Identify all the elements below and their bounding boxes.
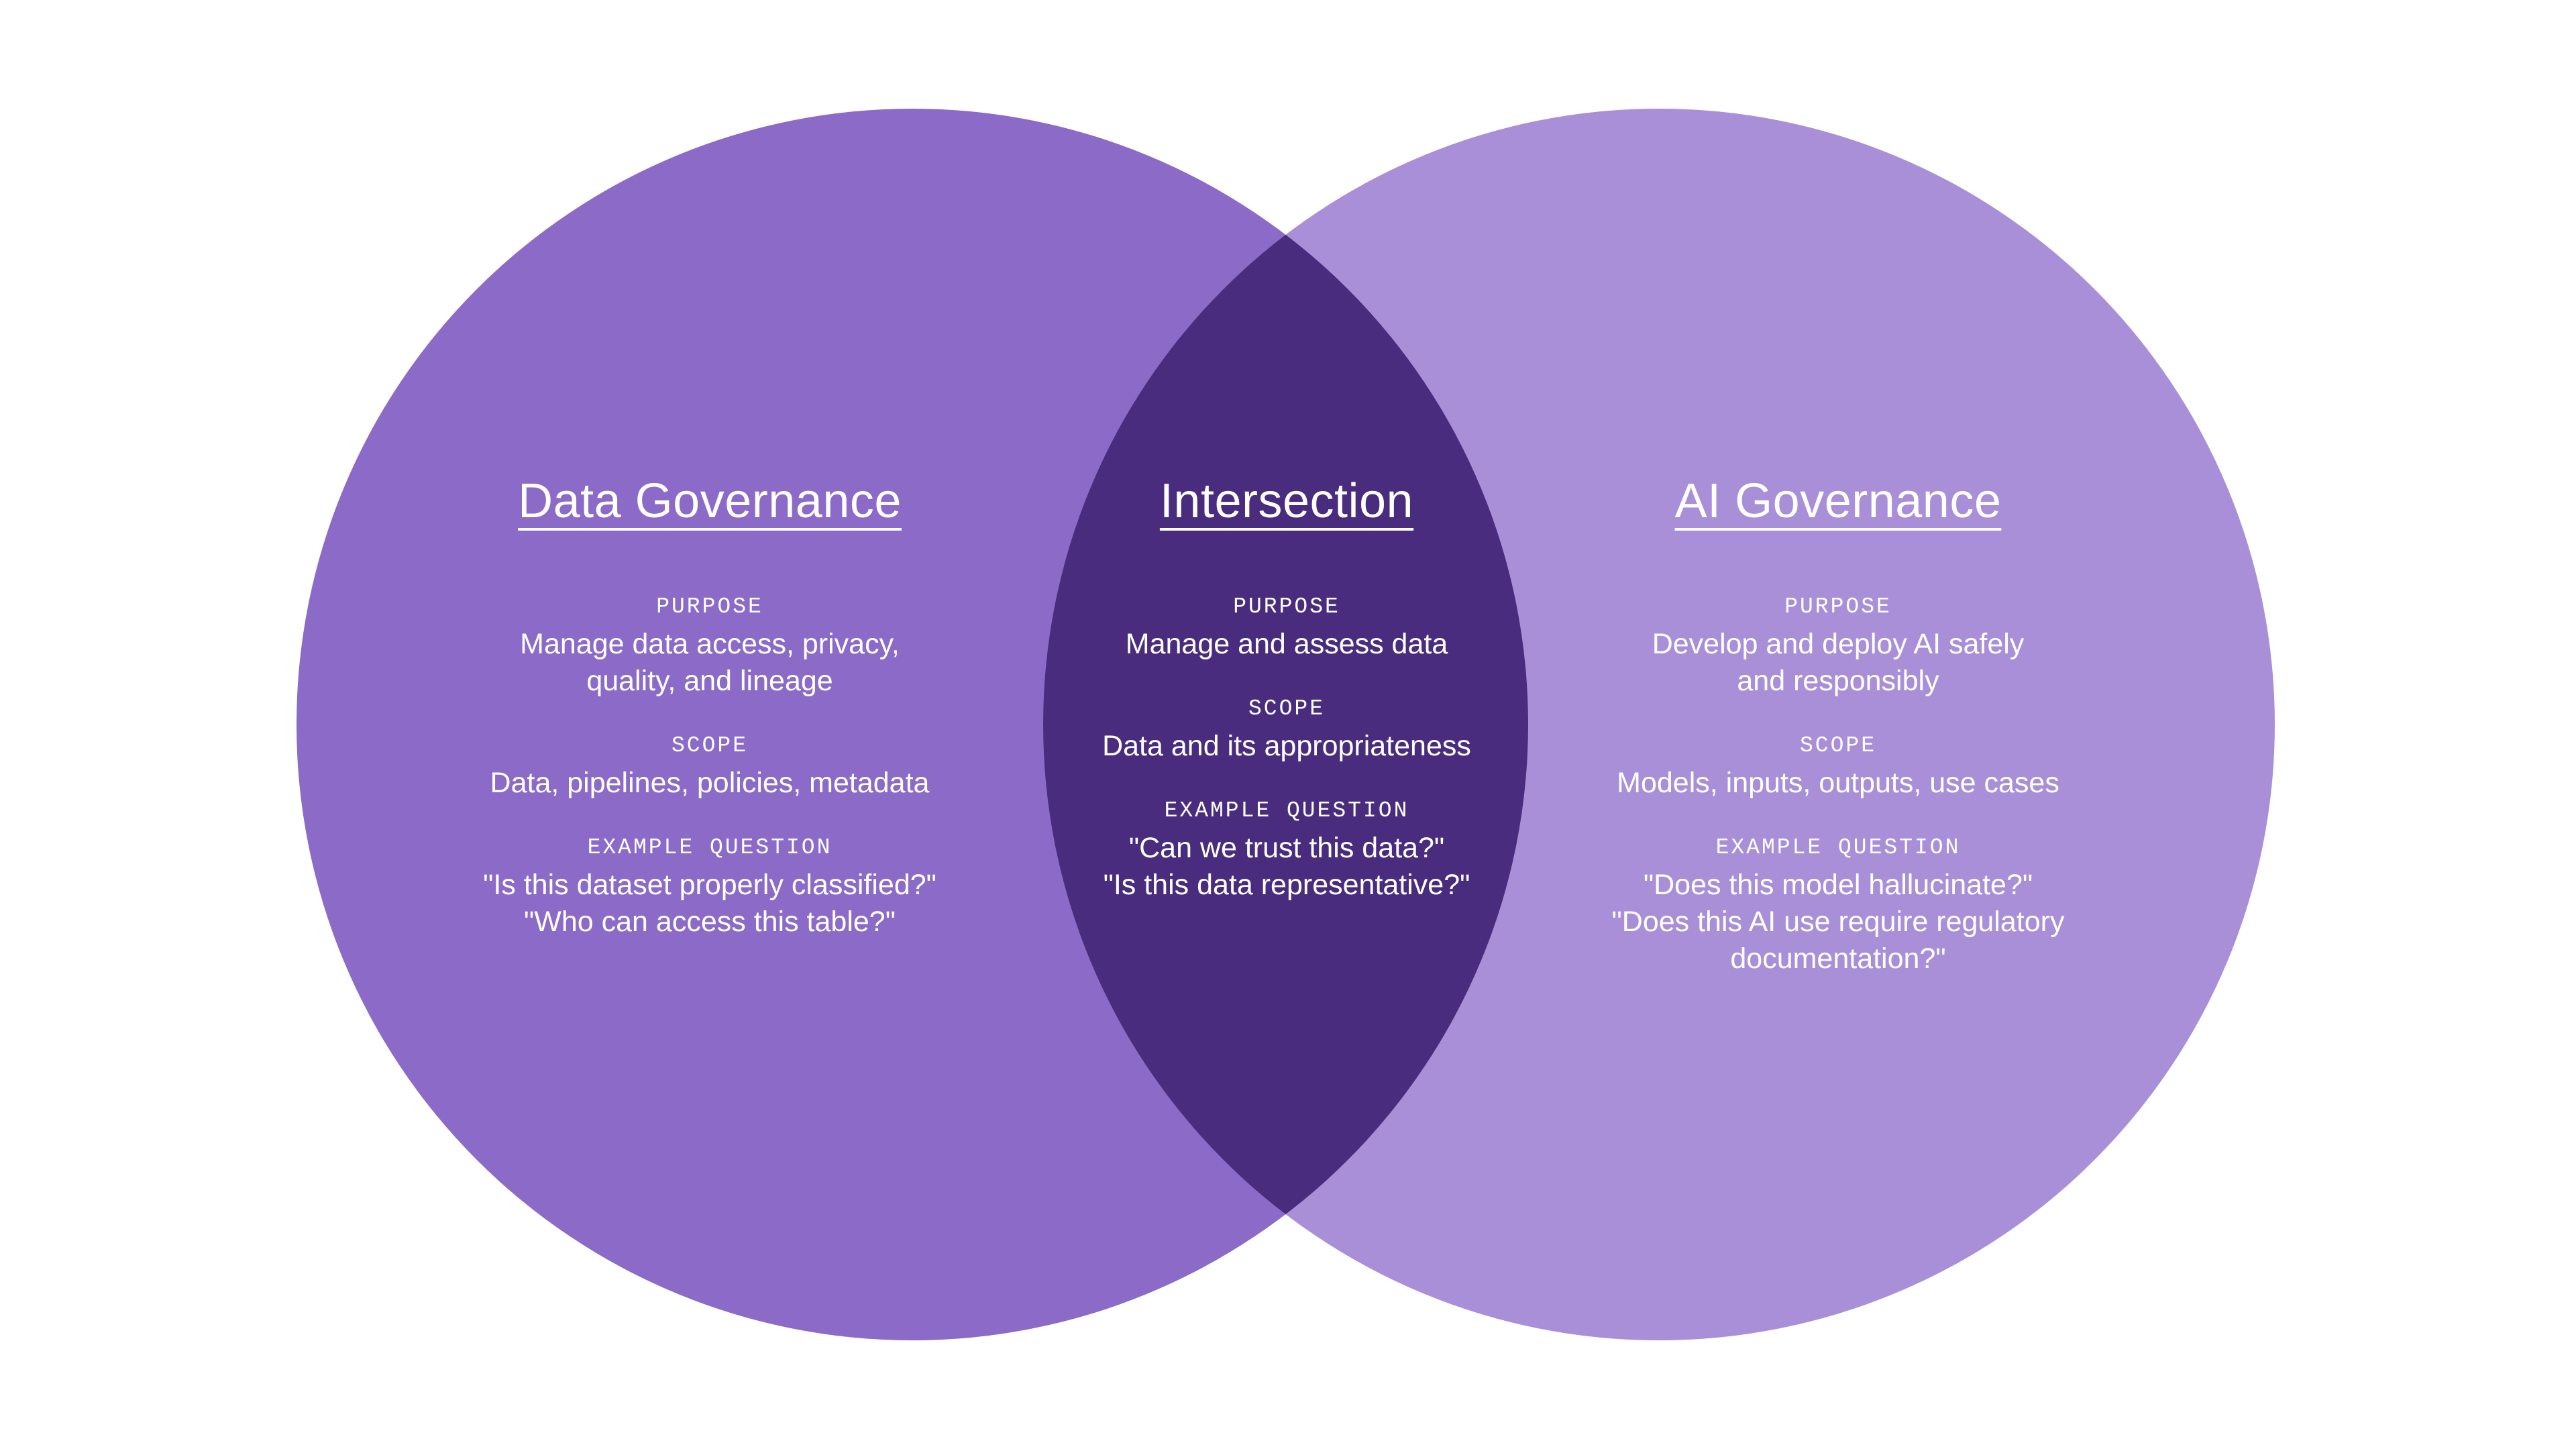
scope-label: SCOPE	[671, 733, 749, 759]
data-governance-example-section: EXAMPLE QUESTION "Is this dataset proper…	[341, 835, 1079, 941]
scope-label: SCOPE	[1248, 696, 1326, 722]
purpose-label: PURPOSE	[1233, 594, 1340, 619]
example-question-text: "Does this model hallucinate?" "Does thi…	[1611, 869, 2065, 975]
example-question-label: EXAMPLE QUESTION	[587, 835, 833, 861]
intersection-lens	[1043, 109, 1528, 1340]
ai-governance-title: AI Governance	[1674, 474, 2002, 528]
ai-governance-purpose-section: PURPOSE Develop and deploy AI safely and…	[1462, 594, 2214, 700]
scope-text: Data, pipelines, policies, metadata	[490, 767, 930, 800]
purpose-label: PURPOSE	[1784, 594, 1892, 619]
data-governance-title: Data Governance	[518, 474, 902, 528]
data-governance-scope-section: SCOPE Data, pipelines, policies, metadat…	[341, 733, 1079, 802]
purpose-text: Manage and assess data	[1125, 628, 1448, 660]
intersection-purpose-section: PURPOSE Manage and assess data	[1050, 594, 1523, 663]
ai-governance-column: AI Governance PURPOSE Develop and deploy…	[1462, 474, 2214, 977]
ai-governance-scope-section: SCOPE Models, inputs, outputs, use cases	[1462, 733, 2214, 802]
example-question-label: EXAMPLE QUESTION	[1715, 835, 1961, 861]
data-governance-column: Data Governance PURPOSE Manage data acce…	[341, 474, 1079, 941]
purpose-text: Develop and deploy AI safely and respons…	[1652, 628, 2025, 698]
example-question-text: "Can we trust this data?" "Is this data …	[1103, 832, 1470, 902]
data-governance-purpose-section: PURPOSE Manage data access, privacy, qua…	[341, 594, 1079, 700]
purpose-text: Manage data access, privacy, quality, an…	[520, 628, 900, 698]
intersection-example-section: EXAMPLE QUESTION "Can we trust this data…	[1050, 798, 1523, 904]
example-question-label: EXAMPLE QUESTION	[1164, 798, 1409, 824]
purpose-label: PURPOSE	[656, 594, 763, 619]
intersection-scope-section: SCOPE Data and its appropriateness	[1050, 696, 1523, 765]
example-question-text: "Is this dataset properly classified?" "…	[483, 869, 936, 938]
scope-text: Models, inputs, outputs, use cases	[1617, 767, 2059, 800]
scope-label: SCOPE	[1799, 733, 1877, 759]
ai-governance-example-section: EXAMPLE QUESTION "Does this model halluc…	[1462, 835, 2214, 977]
intersection-title: Intersection	[1159, 474, 1414, 528]
scope-text: Data and its appropriateness	[1102, 730, 1471, 763]
intersection-column: Intersection PURPOSE Manage and assess d…	[1050, 474, 1523, 904]
